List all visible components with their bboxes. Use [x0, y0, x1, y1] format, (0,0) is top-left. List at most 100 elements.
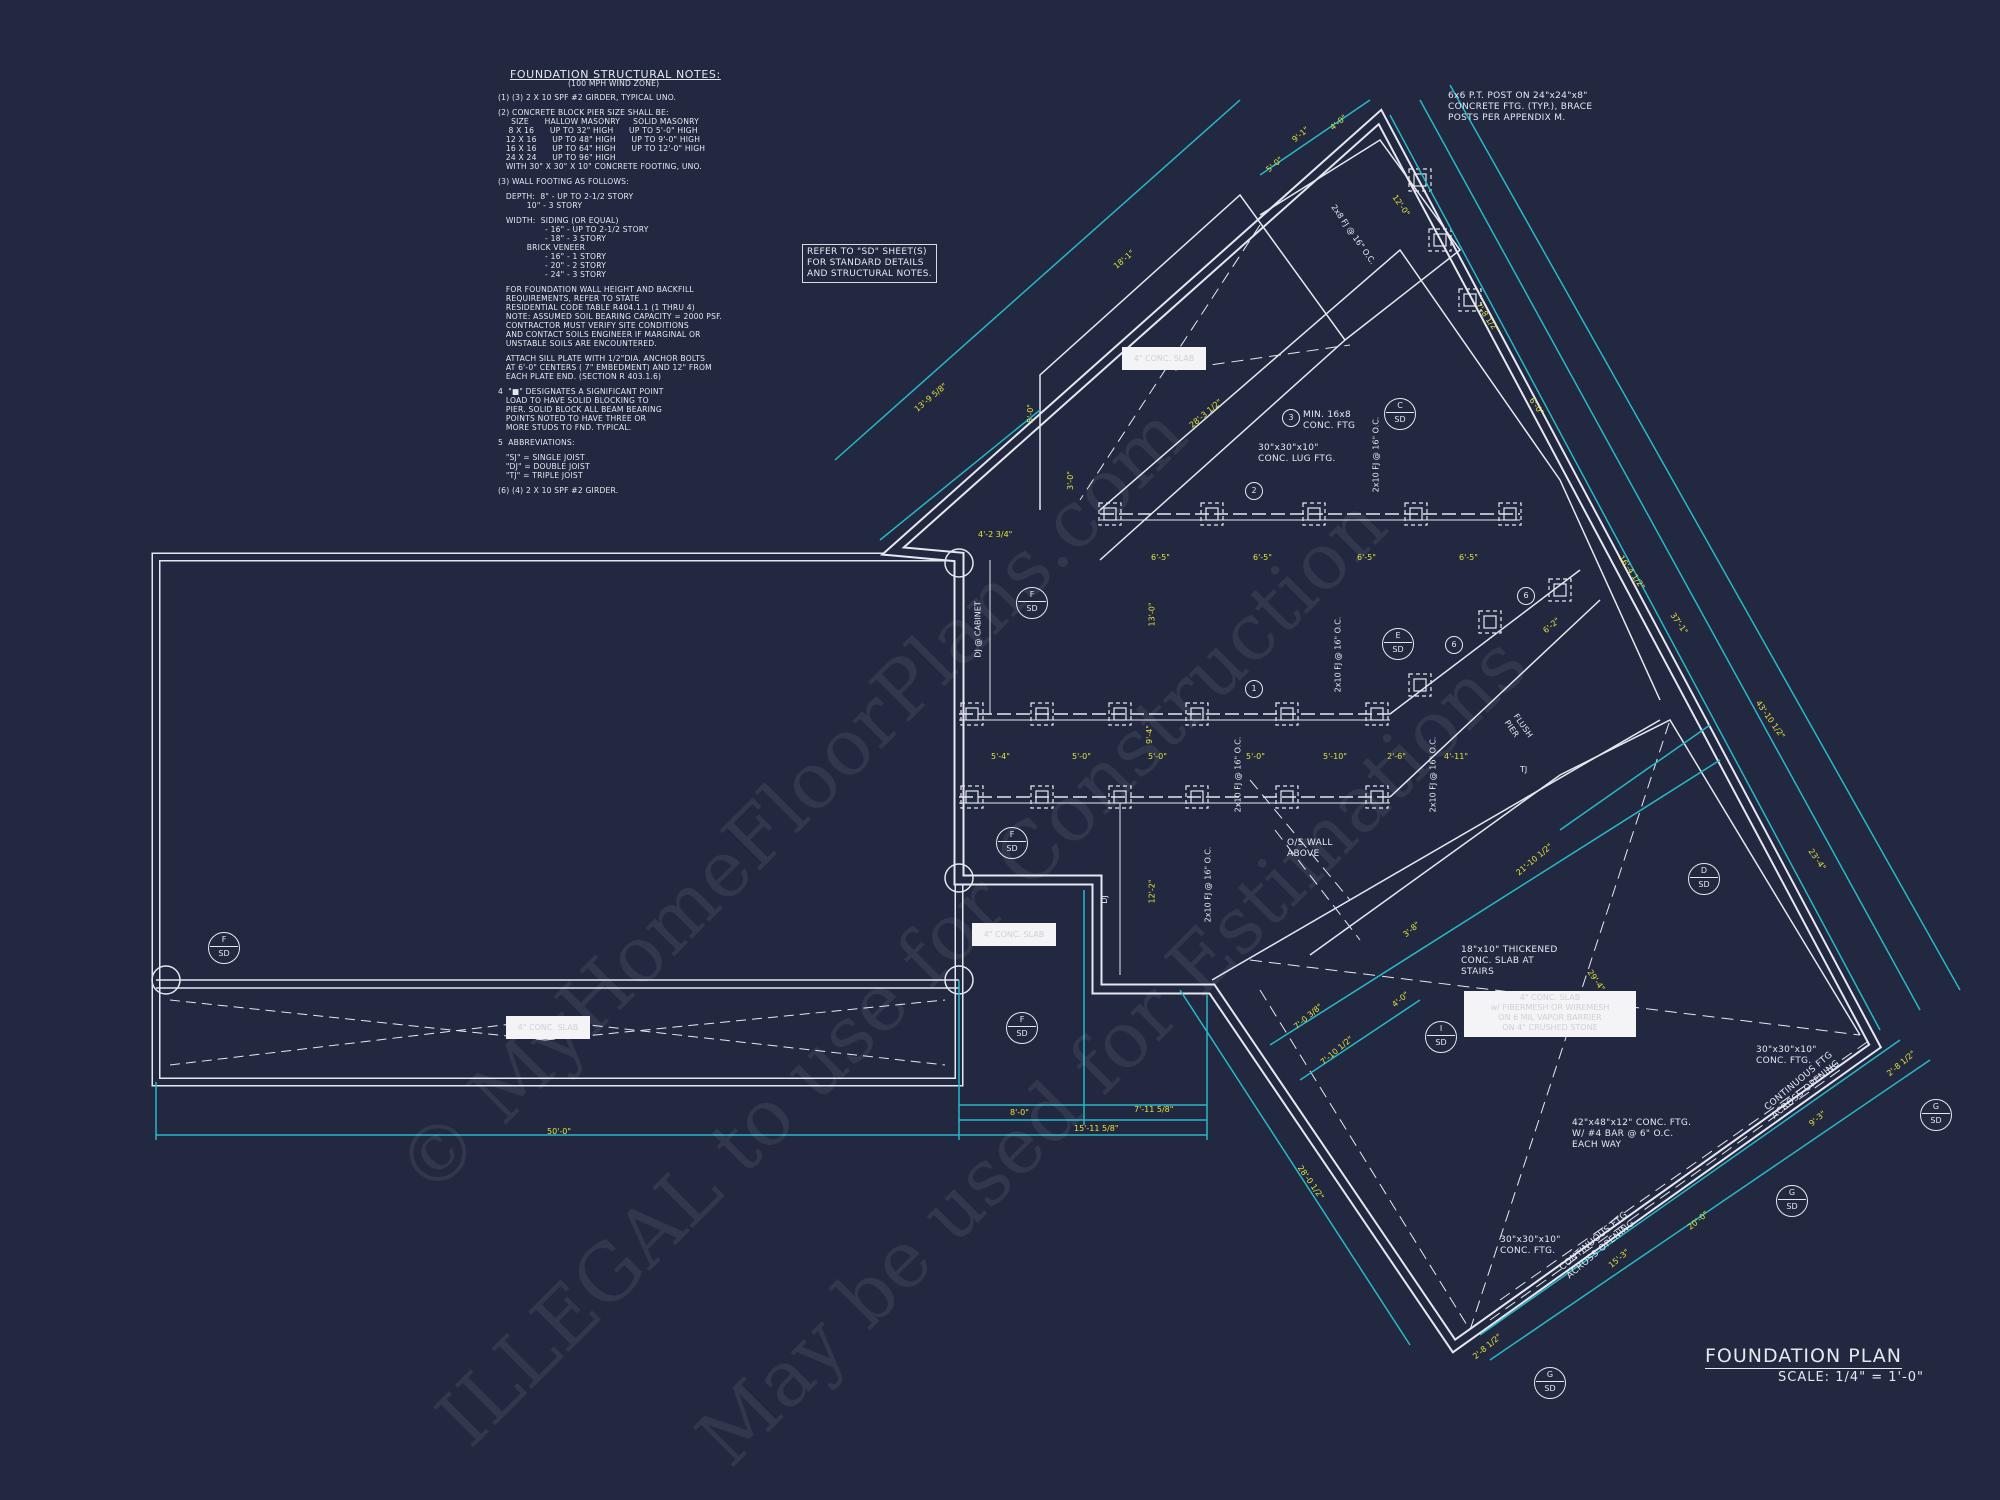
section-letter: G	[1788, 1188, 1796, 1197]
dimension-label: 6'-5"	[1151, 553, 1170, 562]
joist-label: DJ @ CABINET	[973, 601, 983, 658]
section-letter: C	[1397, 401, 1403, 410]
note-line: PIER. SOLID BLOCK ALL BEAM BEARING	[498, 405, 662, 414]
joist-label: 2x10 FJ @ 16" O.C.	[1333, 616, 1343, 693]
pier-footing	[1409, 507, 1423, 521]
section-letter: F	[1019, 1015, 1025, 1024]
section-sheet: SD	[1930, 1116, 1942, 1125]
pier-footing	[1548, 578, 1572, 602]
pier-footing	[1302, 502, 1326, 526]
section-sheet: SD	[1016, 1029, 1028, 1038]
pier-footing	[1275, 702, 1299, 726]
note-line: WITH 30" x 30" x 10" CONCRETE FOOTING, U…	[498, 162, 702, 171]
foundation-structural-notes: FOUNDATION STRUCTURAL NOTES: (100 MPH WI…	[498, 69, 798, 495]
note-line: NOTE: ASSUMED SOIL BEARING CAPACITY = 20…	[498, 312, 723, 321]
callout-post: 6x6 P.T. POST ON 24"x24"x8" CONCRETE FTG…	[1448, 91, 1593, 123]
pier-footing	[1413, 678, 1427, 692]
section-marker[interactable]: C SD	[1384, 398, 1416, 430]
note-line: CONTRACTOR MUST VERIFY SITE CONDITIONS	[498, 321, 689, 330]
joist-label: 2x10 FJ @ 16" O.C.	[1371, 416, 1381, 493]
pier-footing	[1035, 790, 1049, 804]
pier-footing	[1113, 790, 1127, 804]
pier-footing	[1280, 790, 1294, 804]
note-line: 4 "■" DESIGNATES A SIGNIFICANT POINT	[498, 387, 664, 396]
plan-scale: SCALE: 1/4" = 1'-0"	[1778, 1370, 1925, 1385]
dimension-label: 3'-0"	[1065, 471, 1075, 490]
section-sheet: SD	[1006, 844, 1018, 853]
pier-footing	[1370, 790, 1384, 804]
note-line: BRICK VENEER	[498, 243, 586, 252]
section-letter: E	[1395, 631, 1401, 640]
section-letter: F	[221, 935, 227, 944]
note-line: (2) CONCRETE BLOCK PIER SIZE SHALL BE:	[498, 108, 669, 117]
dimension-label: 13'-0"	[1147, 602, 1157, 627]
slab-line: w/ FIBERMESH OR WIREMESH	[1490, 1003, 1610, 1012]
note-line: UNSTABLE SOILS ARE ENCOUNTERED.	[498, 339, 657, 348]
pier-footing	[1190, 790, 1204, 804]
note-line: POINTS NOTED TO HAVE THREE OR	[498, 414, 647, 423]
note-line: (3) WALL FOOTING AS FOLLOWS:	[498, 177, 629, 186]
section-marker[interactable]: F SD	[1006, 1012, 1038, 1044]
note-line: "TJ" = TRIPLE JOIST	[498, 471, 583, 480]
note-line: "SJ" = SINGLE JOIST	[498, 453, 585, 462]
dimension-label: 6'-5"	[1459, 553, 1478, 562]
note-line: LOAD TO HAVE SOLID BLOCKING TO	[498, 396, 649, 405]
notes-subtitle: (100 MPH WIND ZONE)	[568, 79, 660, 88]
note-line: 16 x 16 UP TO 64" HIGH UP TO 12'-0" HIGH	[498, 144, 706, 153]
dimension-label: 5'-10"	[1323, 752, 1348, 761]
slab-label-top: 4" CONC. SLAB	[1122, 347, 1206, 370]
dimension-label: 7'-11 5/8"	[1134, 1105, 1174, 1114]
detail-tag: 3	[1282, 409, 1300, 427]
pier-footing	[1408, 168, 1432, 192]
refer-sd-box: REFER TO "SD" SHEET(S) FOR STANDARD DETA…	[802, 244, 937, 283]
note-line: REQUIREMENTS, REFER TO STATE	[498, 294, 640, 303]
detail-tag: 6	[1517, 587, 1535, 605]
pier-footing	[1553, 583, 1567, 597]
pier-footing	[1280, 707, 1294, 721]
note-line: 24 x 24 UP TO 96" HIGH	[498, 153, 616, 162]
section-sheet: SD	[1435, 1038, 1447, 1047]
pier-footing	[1483, 615, 1497, 629]
dimension-label: 8'-0"	[1010, 1108, 1029, 1117]
pier-footing	[1503, 507, 1517, 521]
section-sheet: SD	[1392, 645, 1404, 654]
callout-ftg-42: 42"x48"x12" CONC. FTG. W/ #4 BAR @ 6" O.…	[1572, 1118, 1692, 1150]
pier-footing	[1307, 507, 1321, 521]
pier-footing	[1030, 702, 1054, 726]
detail-tag: 1	[1245, 680, 1263, 698]
note-line: (1) (3) 2 x 10 SPF #2 GIRDER, TYPICAL UN…	[498, 93, 677, 102]
pier-footing	[1113, 707, 1127, 721]
pier-footing	[1458, 288, 1482, 312]
pier-footing	[1108, 702, 1132, 726]
note-line: (6) (4) 2 x 10 SPF #2 GIRDER.	[498, 486, 619, 495]
dimension-label: 2'-6"	[1387, 752, 1406, 761]
note-line: - 24" - 3 STORY	[498, 270, 607, 279]
note-line: FOR FOUNDATION WALL HEIGHT AND BACKFILL	[498, 285, 694, 294]
callout-os-wall: O/S WALL ABOVE	[1287, 838, 1333, 859]
pier-footing	[965, 790, 979, 804]
pier-footing	[1478, 610, 1502, 634]
section-sheet: SD	[1394, 415, 1406, 424]
section-marker[interactable]: E SD	[1382, 628, 1414, 660]
dimension-label: 6'-5"	[1357, 553, 1376, 562]
pier-footing	[1035, 707, 1049, 721]
dimension-label: 4'-2 3/4"	[978, 530, 1013, 539]
pier-footing	[1463, 293, 1477, 307]
dimension-label: 4'-11"	[1444, 752, 1469, 761]
note-line: - 16" - 1 STORY	[498, 252, 607, 261]
dimension-label: 15'-11 5/8"	[1074, 1124, 1119, 1133]
callout-thickened-slab: 18"x10" THICKENED CONC. SLAB AT STAIRS	[1461, 945, 1558, 977]
dimension-label: 5'-0"	[1246, 752, 1265, 761]
section-letter: D	[1700, 866, 1708, 875]
dimension-lines	[155, 84, 1961, 1361]
pier-footing	[1185, 702, 1209, 726]
